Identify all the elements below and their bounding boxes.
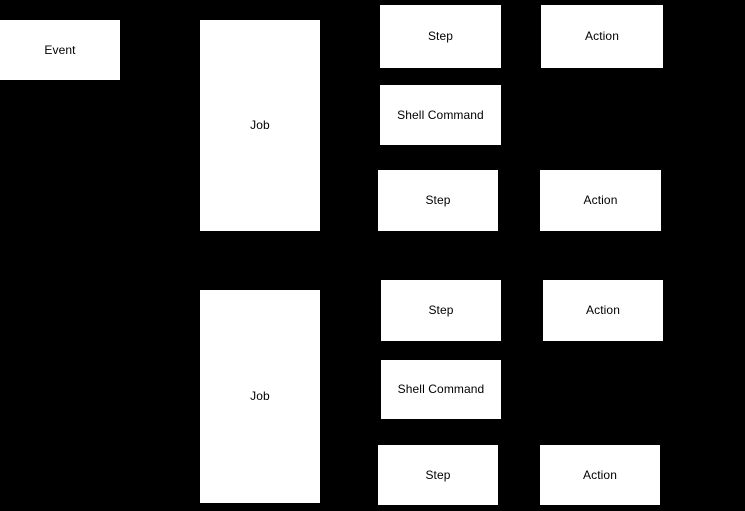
node-job-1-label: Job [250, 118, 270, 133]
node-action-2-label: Action [583, 193, 618, 208]
node-action-1-label: Action [585, 29, 619, 44]
node-job-2[interactable]: Job [200, 290, 320, 503]
node-shell-command-2-label: Shell Command [397, 382, 485, 397]
node-step-2-label: Step [425, 193, 451, 208]
node-action-1[interactable]: Action [541, 5, 663, 68]
node-job-1[interactable]: Job [200, 20, 320, 231]
node-action-2[interactable]: Action [540, 170, 661, 231]
node-step-3-label: Step [428, 303, 454, 318]
node-step-1[interactable]: Step [380, 5, 501, 68]
node-step-1-label: Step [427, 29, 454, 44]
node-shell-command-1-label: Shell Command [397, 107, 484, 122]
node-event[interactable]: Event [0, 20, 120, 80]
node-action-4-label: Action [583, 467, 617, 482]
node-job-2-label: Job [250, 389, 270, 404]
node-step-4-label: Step [425, 467, 451, 482]
node-shell-command-1[interactable]: Shell Command [380, 85, 501, 145]
event-to-job-connector-line [120, 50, 202, 51]
node-shell-command-2[interactable]: Shell Command [381, 360, 501, 419]
node-step-2[interactable]: Step [378, 170, 498, 231]
node-action-3-label: Action [586, 303, 620, 318]
node-event-label: Event [44, 42, 76, 57]
node-step-3[interactable]: Step [381, 280, 501, 341]
node-action-4[interactable]: Action [540, 445, 660, 505]
node-action-3[interactable]: Action [543, 280, 663, 341]
node-step-4[interactable]: Step [378, 445, 498, 505]
